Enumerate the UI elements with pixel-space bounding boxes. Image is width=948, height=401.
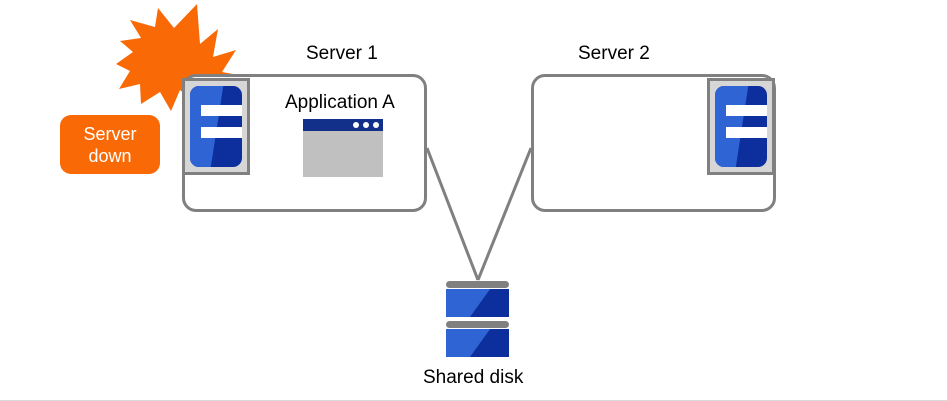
- server2-machine-icon: [707, 78, 775, 175]
- server2-icon-face: [715, 86, 767, 167]
- disk-unit-top-body: [446, 289, 509, 317]
- disk-stack-icon: [446, 281, 509, 357]
- window-dot-3: [373, 122, 379, 128]
- application-window-titlebar: [303, 119, 383, 131]
- application-window-icon: [303, 119, 383, 177]
- server1-machine-icon: [182, 78, 250, 175]
- server1-icon-face: [190, 86, 242, 167]
- disk-unit-bottom: [446, 321, 509, 357]
- server1-icon-slot-bottom: [201, 127, 242, 138]
- application-label: Application A: [285, 92, 395, 113]
- server2-title: Server 2: [578, 43, 650, 64]
- disk-unit-bottom-cap: [446, 321, 509, 328]
- shared-disk-label: Shared disk: [423, 367, 524, 388]
- status-badge: Server down: [60, 115, 160, 174]
- disk-unit-top: [446, 281, 509, 317]
- disk-unit-top-cap: [446, 281, 509, 288]
- window-dot-1: [353, 122, 359, 128]
- connector-server2-to-disk: [476, 147, 533, 281]
- server2-icon-slot-top: [726, 105, 767, 116]
- server1-icon-slot-top: [201, 105, 242, 116]
- window-dot-2: [363, 122, 369, 128]
- connector-server1-to-disk: [425, 147, 480, 281]
- status-badge-line-2: down: [88, 145, 132, 166]
- disk-unit-bottom-body: [446, 329, 509, 357]
- status-badge-line-1: Server: [83, 123, 137, 144]
- server2-icon-slot-bottom: [726, 127, 767, 138]
- server1-title: Server 1: [306, 43, 378, 64]
